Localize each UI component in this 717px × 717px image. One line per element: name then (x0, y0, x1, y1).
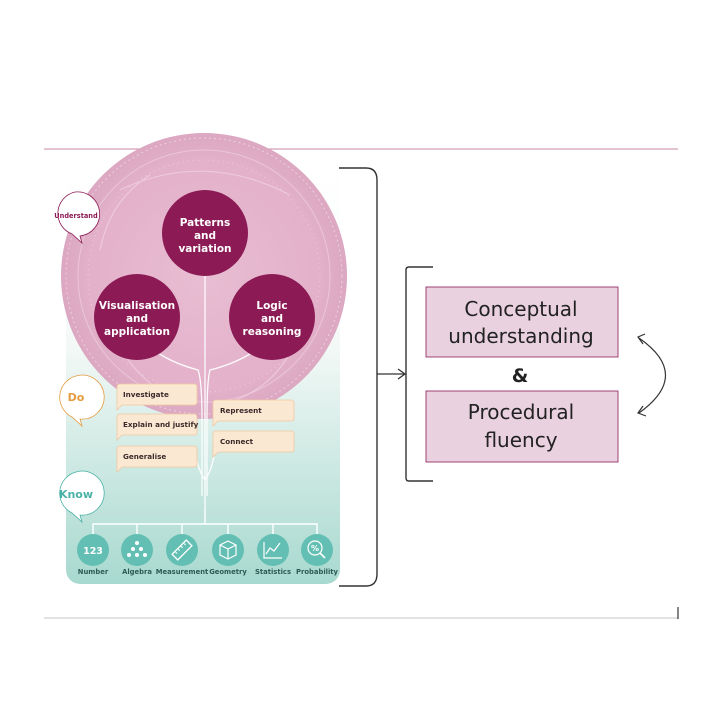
strand-number: 123 Number (77, 534, 109, 576)
understand-disc (61, 133, 347, 419)
circle-patterns-and-variation: Patterns and variation (162, 190, 248, 276)
understand-label: Understand (54, 212, 98, 220)
number-icon (77, 534, 109, 566)
strand-algebra: Algebra (121, 534, 153, 576)
tag-understand: Understand (54, 191, 100, 245)
geometry-label: Geometry (209, 568, 247, 576)
generalise-label: Generalise (123, 452, 166, 461)
logic-line-1: Logic (256, 300, 287, 312)
procedural-line-2: fluency (484, 428, 557, 452)
panel-bracket (339, 167, 378, 587)
statistics-label: Statistics (255, 568, 291, 576)
algebra-icon (121, 534, 153, 566)
logic-line-2: and (261, 313, 283, 325)
do-item-connect: Connect (212, 430, 295, 458)
number-glyph: 123 (83, 546, 103, 557)
circle-logic-and-reasoning: Logic and reasoning (229, 274, 315, 360)
algebra-label: Algebra (122, 568, 152, 576)
know-label: Know (59, 488, 93, 501)
represent-label: Represent (220, 406, 262, 415)
probability-glyph: % (311, 544, 319, 553)
conceptual-understanding-box: Conceptual understanding (425, 286, 619, 358)
connect-label: Connect (220, 437, 254, 446)
do-item-generalise: Generalise (116, 445, 198, 473)
number-label: Number (78, 568, 109, 576)
do-item-represent: Represent (212, 399, 295, 427)
do-item-explain-and-justify: Explain and justify (116, 413, 199, 441)
do-item-investigate: Investigate (116, 383, 198, 411)
measurement-label: Measurement (156, 568, 209, 576)
patterns-line-3: variation (178, 243, 231, 255)
probability-label: Probability (296, 568, 339, 576)
explain-label: Explain and justify (123, 420, 199, 429)
strand-statistics: Statistics (255, 534, 291, 576)
ruler-icon (166, 534, 198, 566)
strand-measurement: Measurement (156, 534, 209, 576)
two-way-arrow (637, 333, 666, 417)
patterns-line-2: and (194, 230, 216, 242)
strand-probability: % Probability (296, 534, 339, 576)
circle-visualisation-and-application: Visualisation and application (94, 274, 180, 360)
ampersand: & (512, 365, 529, 387)
visualisation-line-2: and (126, 313, 148, 325)
patterns-line-1: Patterns (180, 217, 231, 229)
framework-panel: Patterns and variation Visualisation and… (54, 133, 347, 584)
tag-do: Do (59, 374, 105, 428)
conceptual-line-2: understanding (448, 324, 593, 348)
logic-line-3: reasoning (243, 326, 302, 338)
do-label: Do (68, 391, 85, 404)
visualisation-line-1: Visualisation (99, 300, 175, 312)
visualisation-line-3: application (104, 326, 170, 338)
know-branches (92, 510, 318, 537)
strand-geometry: Geometry (209, 534, 247, 576)
procedural-fluency-box: Procedural fluency (425, 390, 619, 463)
outcomes-bracket (405, 266, 433, 482)
tag-know: Know (59, 470, 105, 524)
arrow-right (377, 368, 407, 380)
investigate-label: Investigate (123, 390, 169, 399)
conceptual-line-1: Conceptual (464, 297, 577, 321)
procedural-line-1: Procedural (468, 400, 574, 424)
